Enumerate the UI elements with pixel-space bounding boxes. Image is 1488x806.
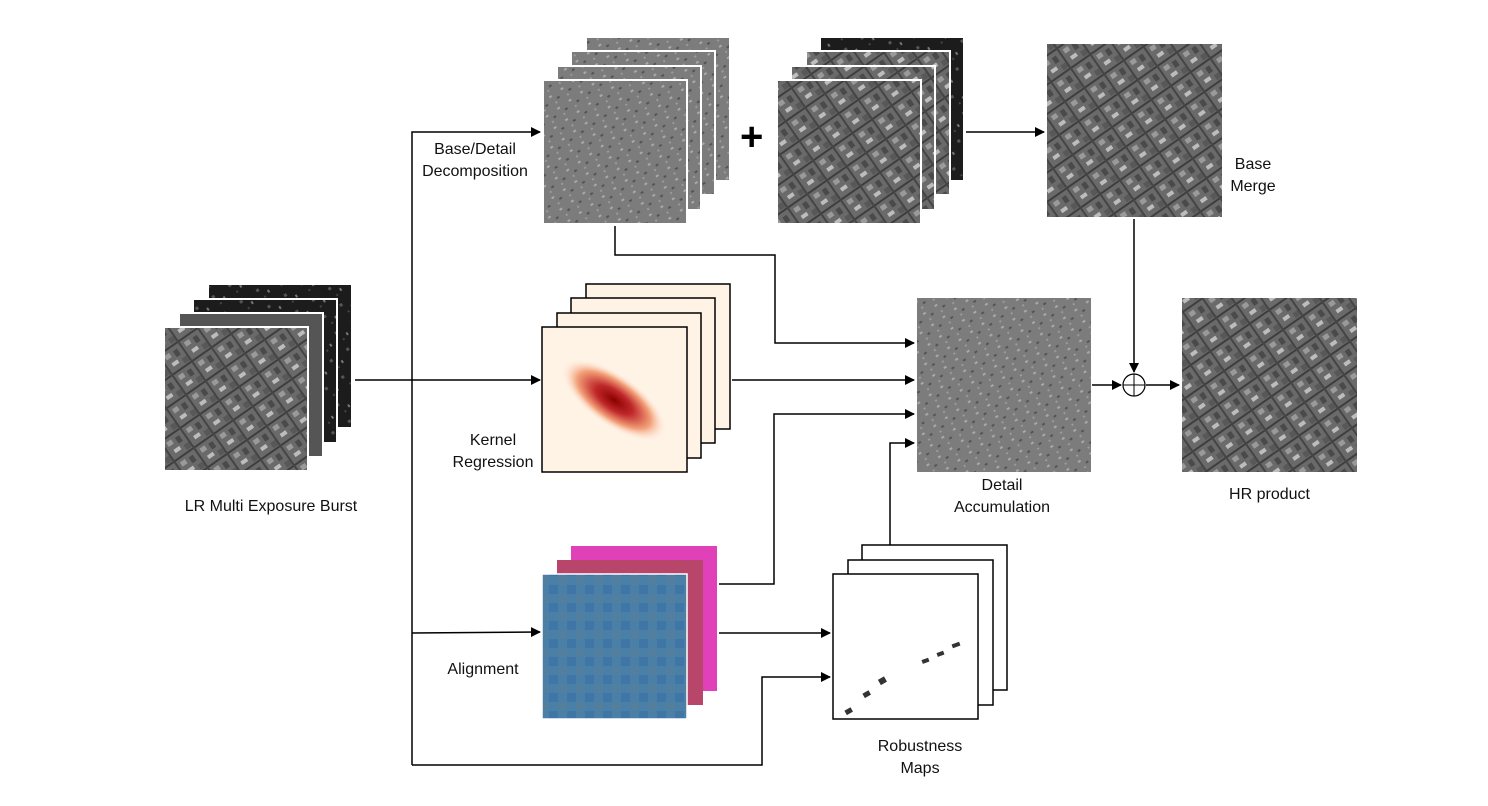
label-kernel-regression: Kernel Regression <box>443 430 543 474</box>
label-base-merge-line1: Base <box>1234 156 1272 173</box>
label-detail-accumulation: Detail Accumulation <box>937 475 1067 519</box>
label-hr-product: HR product <box>1229 486 1310 503</box>
detail-accumulation-image <box>917 298 1091 472</box>
label-decomposition: Base/Detail Decomposition <box>410 139 540 183</box>
label-kernel-line1: Kernel <box>469 432 517 449</box>
kernel-regression-stack <box>541 283 731 473</box>
label-robustness-line2: Maps <box>900 760 940 777</box>
alignment-stack <box>541 546 717 720</box>
label-detail-line1: Detail <box>981 477 1023 494</box>
plus-symbol: + <box>740 115 764 159</box>
decomposition-stack <box>542 36 731 225</box>
label-decomposition-line1: Base/Detail <box>434 141 516 158</box>
label-lr-burst: LR Multi Exposure Burst <box>184 498 358 515</box>
label-alignment: Alignment <box>447 661 519 678</box>
label-kernel-line2: Regression <box>452 454 534 471</box>
sum-operator <box>1122 373 1146 397</box>
label-robustness-maps: Robustness Maps <box>860 736 980 780</box>
connectors <box>355 127 1180 766</box>
robustness-maps-stack <box>832 544 1008 720</box>
lr-burst-stack <box>163 283 353 472</box>
label-base-merge: Base Merge <box>1218 154 1288 198</box>
label-base-merge-line2: Merge <box>1230 178 1276 195</box>
hr-product-image <box>1182 298 1357 472</box>
label-decomposition-line2: Decomposition <box>422 163 528 180</box>
base-image-stack <box>776 36 965 225</box>
base-merge-image <box>1047 44 1222 217</box>
label-robustness-line1: Robustness <box>877 738 963 755</box>
label-detail-line2: Accumulation <box>953 499 1051 516</box>
